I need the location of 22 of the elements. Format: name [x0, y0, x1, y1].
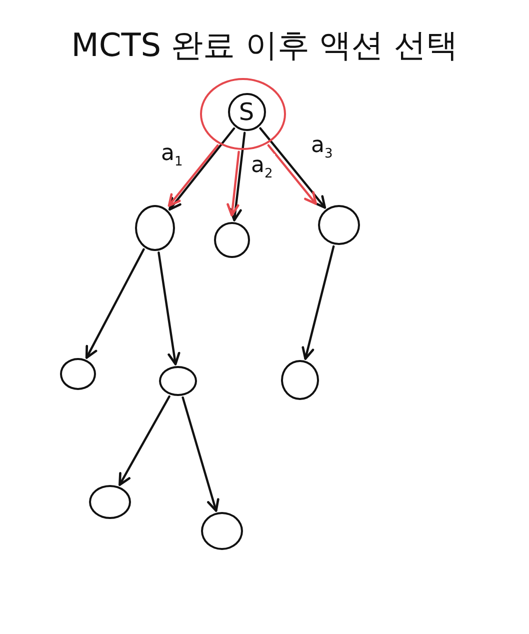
tree-node: [135, 205, 175, 251]
arrow: [229, 132, 246, 222]
diagram-title: MCTS 완료 이후 액션 선택: [71, 25, 458, 66]
arrow: [158, 252, 180, 366]
tree-node: [201, 512, 243, 550]
arrow: [302, 245, 335, 360]
arrow: [168, 127, 236, 211]
tree-node: [214, 222, 250, 258]
arrow: [118, 395, 170, 486]
tree-node: [159, 366, 197, 396]
tree-node: [60, 358, 96, 390]
arrow: [182, 396, 220, 512]
arrow: [226, 150, 240, 216]
tree-node: [281, 360, 319, 400]
arrow: [267, 144, 317, 205]
tree-node: [89, 485, 131, 519]
state-node: S: [228, 92, 266, 130]
arrow: [259, 127, 326, 209]
highlight-ellipse: [200, 78, 286, 150]
tree-node: [318, 205, 360, 245]
arrow: [168, 144, 219, 207]
arrow: [85, 248, 145, 359]
